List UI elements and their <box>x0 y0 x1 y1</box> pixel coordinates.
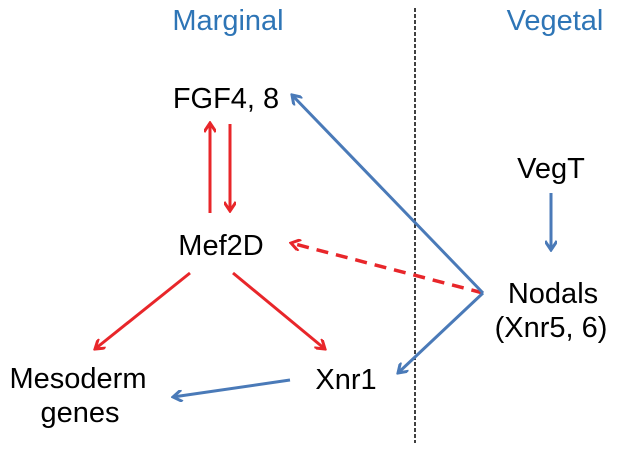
arrow-xnr1-to-mesoderm <box>173 378 291 397</box>
node-vegt: VegT <box>517 153 585 185</box>
node-fgf: FGF4, 8 <box>173 83 279 115</box>
arrow-nodals-to-fgf <box>292 95 485 295</box>
node-nodals-line1: Nodals <box>508 278 598 310</box>
node-xnr1: Xnr1 <box>315 364 376 396</box>
node-mef2d: Mef2D <box>178 230 263 262</box>
region-label-vegetal: Vegetal <box>507 5 604 37</box>
arrow-nodals-to-xnr1 <box>398 291 485 373</box>
arrow-mef2d-to-xnr1 <box>232 271 325 349</box>
node-mesoderm-line2: genes <box>40 397 119 429</box>
node-nodals-line2: (Xnr5, 6) <box>495 312 608 344</box>
arrow-mef2d-to-mesoderm <box>95 271 191 349</box>
region-label-marginal: Marginal <box>172 5 283 37</box>
arrow-nodals-to-mef2d-dashed <box>291 243 484 295</box>
node-mesoderm-line1: Mesoderm <box>10 363 147 395</box>
